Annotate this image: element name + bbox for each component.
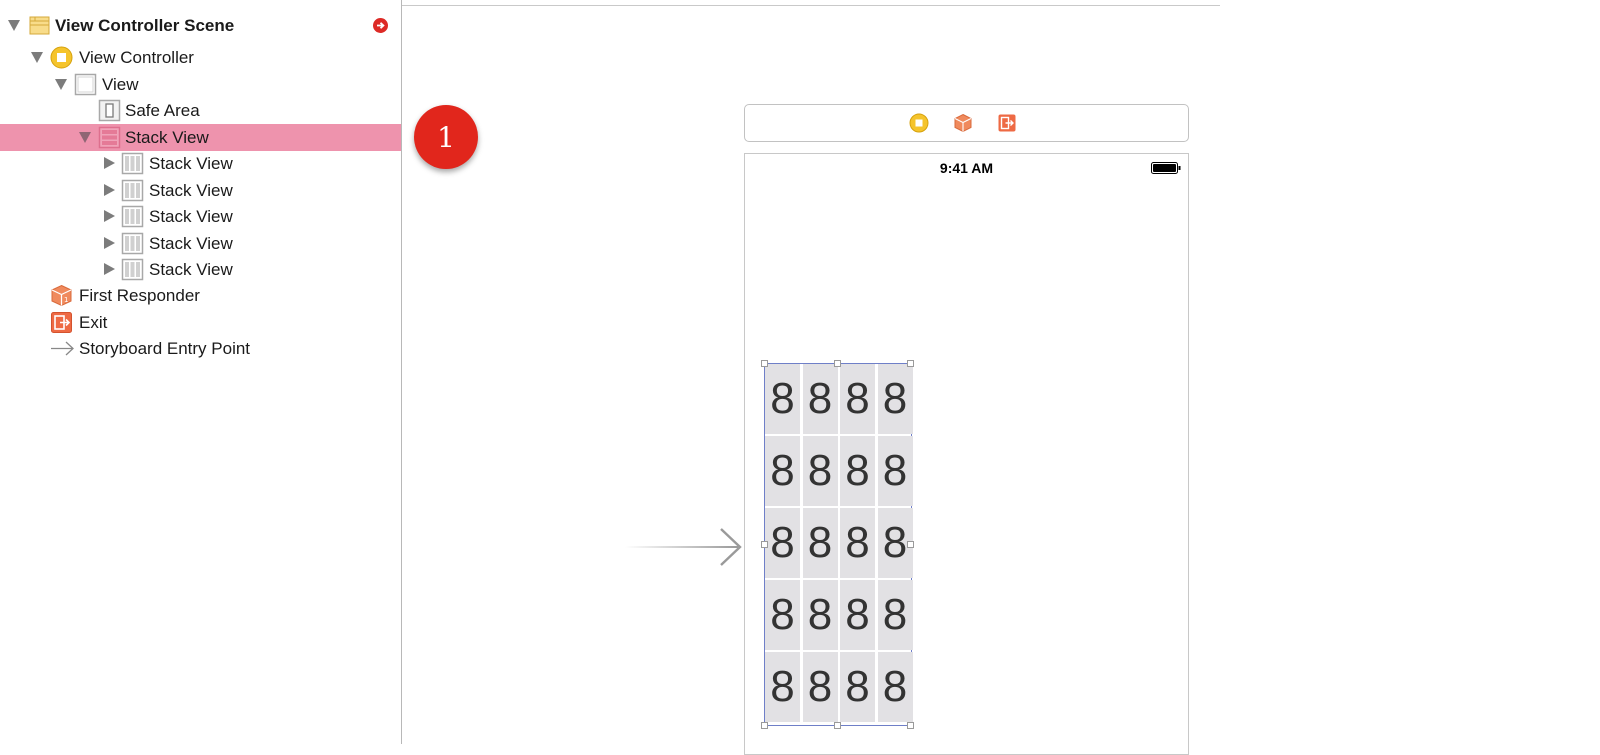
outline-label: Storyboard Entry Point <box>79 339 251 358</box>
grid-label[interactable]: 8 <box>765 508 800 578</box>
outline-label: Stack View <box>149 154 233 173</box>
grid-label[interactable]: 8 <box>802 580 838 650</box>
outline-label: Exit <box>79 313 108 332</box>
disclosure-open-icon[interactable] <box>31 52 43 63</box>
grid-label[interactable]: 8 <box>877 508 913 578</box>
disclosure-open-icon[interactable] <box>79 132 91 143</box>
scene-icon <box>29 16 50 35</box>
divider <box>402 5 1220 6</box>
view-controller-icon <box>50 46 73 69</box>
storyboard-entry-arrow[interactable] <box>625 527 745 567</box>
grid-label[interactable]: 8 <box>877 364 913 434</box>
horizontal-stack-view-icon <box>121 152 144 175</box>
red-warning-icon[interactable] <box>373 18 388 33</box>
resize-handle[interactable] <box>761 360 768 367</box>
storyboard-canvas[interactable]: 1 9:41 AM 8 <box>402 0 1600 755</box>
grid-label[interactable]: 8 <box>765 364 800 434</box>
outline-label: View <box>102 75 139 94</box>
document-outline: View Controller Scene View Controller Vi… <box>0 0 402 744</box>
horizontal-stack-view-icon <box>121 179 144 202</box>
outline-row-safe-area[interactable]: Safe Area <box>0 97 401 124</box>
disclosure-closed-icon[interactable] <box>104 157 115 169</box>
entry-arrow-icon <box>51 341 74 356</box>
outline-label: Stack View <box>149 260 233 279</box>
scene-dock[interactable] <box>744 104 1189 142</box>
outline-label: First Responder <box>79 286 200 305</box>
resize-handle[interactable] <box>761 722 768 729</box>
view-controller-icon[interactable] <box>909 113 929 133</box>
horizontal-stack-view-icon <box>121 205 144 228</box>
outline-row-first-responder[interactable]: 1 First Responder <box>0 282 401 309</box>
grid-label[interactable]: 8 <box>877 580 913 650</box>
exit-icon[interactable] <box>997 113 1017 133</box>
resize-handle[interactable] <box>907 360 914 367</box>
disclosure-open-icon[interactable] <box>55 79 67 90</box>
resize-handle[interactable] <box>907 541 914 548</box>
outline-row-view[interactable]: View <box>0 71 401 98</box>
vertical-stack-view-icon <box>98 126 121 149</box>
outline-row-stack-view-selected[interactable]: Stack View <box>0 124 401 151</box>
grid-label[interactable]: 8 <box>840 436 875 506</box>
outline-row-stack-view[interactable]: Stack View <box>0 150 401 177</box>
grid-label[interactable]: 8 <box>802 652 838 722</box>
resize-handle[interactable] <box>761 541 768 548</box>
outline-row-scene[interactable]: View Controller Scene <box>0 12 401 39</box>
safe-area-icon <box>98 99 121 122</box>
outline-row-exit[interactable]: Exit <box>0 309 401 336</box>
outline-row-stack-view[interactable]: Stack View <box>0 256 401 283</box>
disclosure-closed-icon[interactable] <box>104 263 115 275</box>
grid-label[interactable]: 8 <box>840 652 875 722</box>
outline-row-stack-view[interactable]: Stack View <box>0 177 401 204</box>
outline-label: Stack View <box>125 128 209 147</box>
disclosure-closed-icon[interactable] <box>104 210 115 222</box>
resize-handle[interactable] <box>834 722 841 729</box>
horizontal-stack-view-icon <box>121 232 144 255</box>
outline-label: Safe Area <box>125 101 200 120</box>
grid-label[interactable]: 8 <box>802 508 838 578</box>
grid-label[interactable]: 8 <box>802 364 838 434</box>
outline-row-view-controller[interactable]: View Controller <box>0 44 401 71</box>
outline-label: View Controller <box>79 48 194 67</box>
outline-label: Stack View <box>149 207 233 226</box>
grid-label[interactable]: 8 <box>877 436 913 506</box>
resize-handle[interactable] <box>834 360 841 367</box>
horizontal-stack-view-icon <box>121 258 144 281</box>
outline-label: Stack View <box>149 181 233 200</box>
grid-label[interactable]: 8 <box>765 436 800 506</box>
outline-row-stack-view[interactable]: Stack View <box>0 230 401 257</box>
status-bar-time: 9:41 AM <box>939 160 994 176</box>
svg-text:1: 1 <box>64 296 68 304</box>
grid-label[interactable]: 8 <box>840 508 875 578</box>
battery-icon <box>1151 162 1181 174</box>
disclosure-closed-icon[interactable] <box>104 237 115 249</box>
grid-label[interactable]: 8 <box>802 436 838 506</box>
grid-label[interactable]: 8 <box>765 580 800 650</box>
exit-icon <box>51 312 72 333</box>
outline-row-stack-view[interactable]: Stack View <box>0 203 401 230</box>
view-icon <box>74 73 97 96</box>
grid-label[interactable]: 8 <box>840 364 875 434</box>
disclosure-closed-icon[interactable] <box>104 184 115 196</box>
outline-label: Stack View <box>149 234 233 253</box>
first-responder-icon: 1 <box>51 284 72 307</box>
outline-label: View Controller Scene <box>55 16 235 35</box>
arrow-right-icon <box>377 22 385 29</box>
resize-handle[interactable] <box>907 722 914 729</box>
first-responder-icon[interactable] <box>953 113 973 133</box>
step-badge: 1 <box>414 105 478 169</box>
grid-label[interactable]: 8 <box>840 580 875 650</box>
outline-row-entry-point[interactable]: Storyboard Entry Point <box>0 335 401 362</box>
grid-label[interactable]: 8 <box>877 652 913 722</box>
grid-label[interactable]: 8 <box>765 652 800 722</box>
disclosure-open-icon[interactable] <box>8 20 20 31</box>
